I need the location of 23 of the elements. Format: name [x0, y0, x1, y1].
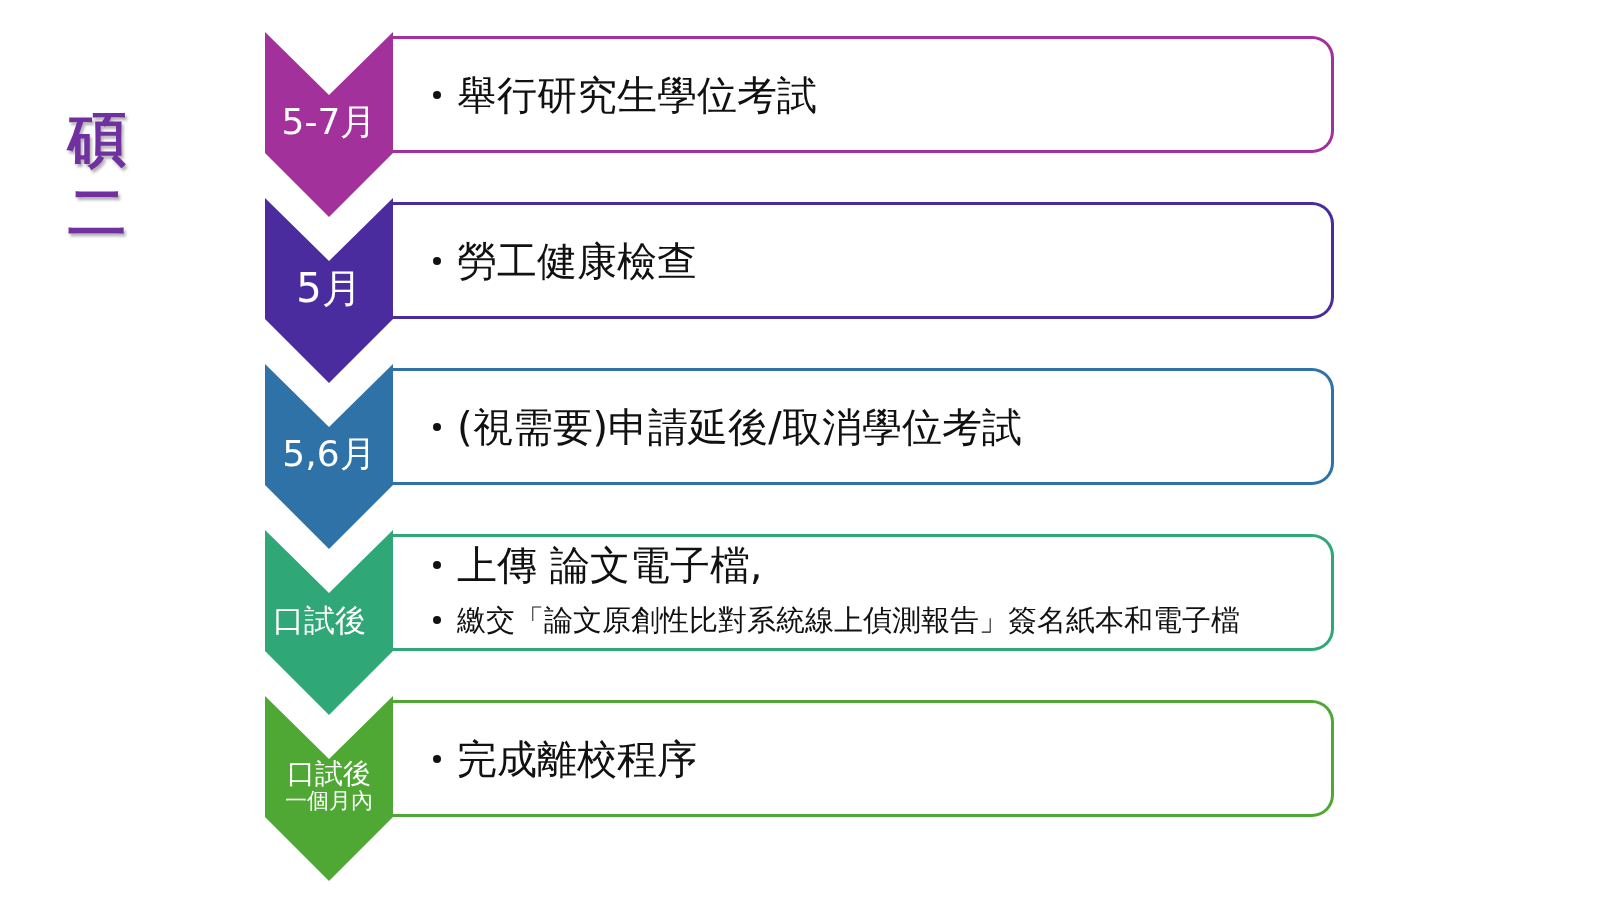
date-label: 5,6月	[282, 433, 376, 475]
date-label: 一個月內	[285, 789, 373, 814]
step-text: 勞工健康檢查	[457, 236, 697, 285]
date-banner	[265, 530, 393, 715]
step-text: 繳交「論文原創性比對系統線上偵測報告」簽名紙本和電子檔	[457, 602, 1240, 638]
step-box	[393, 700, 1334, 817]
date-label: 口試後	[287, 758, 371, 790]
step-box	[393, 368, 1334, 485]
date-banner	[265, 696, 393, 881]
step-text: 上傳 論文電子檔,	[457, 540, 763, 589]
step-text: (視需要)申請延後/取消學位考試	[457, 402, 1022, 451]
step-box	[393, 534, 1334, 651]
date-label: 口試後	[272, 602, 366, 638]
date-banner	[265, 32, 393, 217]
title: 碩二	[67, 105, 127, 248]
step-text: 舉行研究生學位考試	[457, 70, 817, 119]
date-label: 5月	[296, 265, 362, 311]
step-box	[393, 202, 1334, 319]
date-label: 5-7月	[281, 101, 377, 143]
date-banner	[265, 198, 393, 383]
step-text: 完成離校程序	[457, 734, 697, 783]
step-box	[393, 36, 1334, 153]
date-banner	[265, 364, 393, 549]
